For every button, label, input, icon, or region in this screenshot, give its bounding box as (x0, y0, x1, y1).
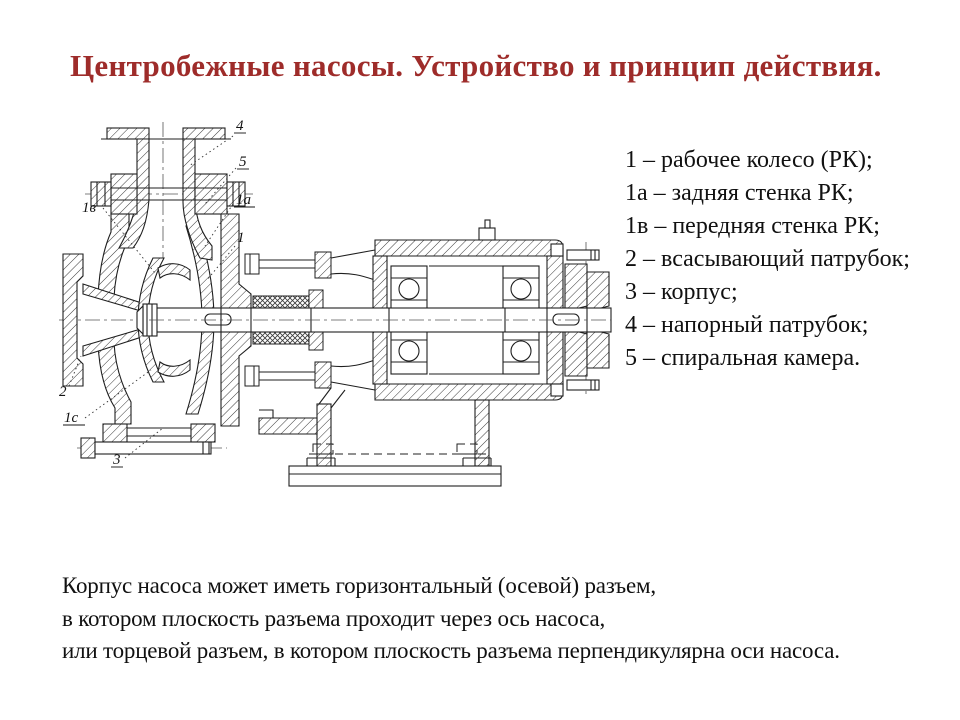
volute-casing (80, 213, 216, 459)
note-line-1: Корпус насоса может иметь горизонтальный… (62, 573, 656, 598)
callout-1v: 1в (82, 200, 97, 216)
stuffing-box (244, 251, 332, 389)
callout-1: 1 (237, 230, 245, 246)
legend-item-1a: 1а – задняя стенка РК; (625, 180, 854, 206)
callout-5: 5 (239, 154, 247, 170)
legend-item-5: 5 – спиральная камера. (625, 345, 861, 371)
slide-title: Центробежные насосы. Устройство и принци… (70, 48, 882, 83)
pedestal (258, 399, 502, 487)
callout-labels: 4 5 1а 1 1в 2 1с 3 (59, 118, 251, 468)
coupling (564, 249, 610, 391)
callout-underlines (63, 132, 255, 468)
legend-item-1v: 1в – передняя стенка РК; (625, 213, 880, 239)
pump-cross-section-diagram: 4 5 1а 1 1в 2 1с 3 (55, 108, 615, 508)
note-line-3: или торцевой разъем, в котором плоскость… (62, 638, 840, 663)
callout-1a: 1а (236, 192, 251, 208)
volute-joint-lines (94, 427, 212, 455)
flange-bolt-lines (96, 138, 240, 206)
shaft (136, 303, 612, 337)
callout-1s: 1с (64, 410, 79, 426)
body-text: Корпус насоса может иметь горизонтальный… (62, 570, 942, 668)
parts-legend: 1 – рабочее колесо (РК); 1а – задняя сте… (625, 144, 935, 375)
callout-2: 2 (59, 384, 67, 400)
legend-item-1: 1 – рабочее колесо (РК); (625, 147, 873, 173)
legend-item-3: 3 – корпус; (625, 279, 738, 305)
callout-3: 3 (112, 452, 121, 468)
legend-item-2: 2 – всасывающий патрубок; (625, 246, 910, 272)
callout-4: 4 (236, 118, 244, 134)
legend-item-4: 4 – напорный патрубок; (625, 312, 869, 338)
suction-flange (62, 253, 152, 387)
bearings (390, 219, 564, 397)
callout-leaders (68, 135, 237, 459)
support-bracket (318, 249, 376, 409)
impeller (137, 225, 215, 415)
pump-diagram-svg: 4 5 1а 1 1в 2 1с 3 (59, 118, 612, 487)
note-line-2: в котором плоскость разъема проходит чер… (62, 605, 606, 631)
